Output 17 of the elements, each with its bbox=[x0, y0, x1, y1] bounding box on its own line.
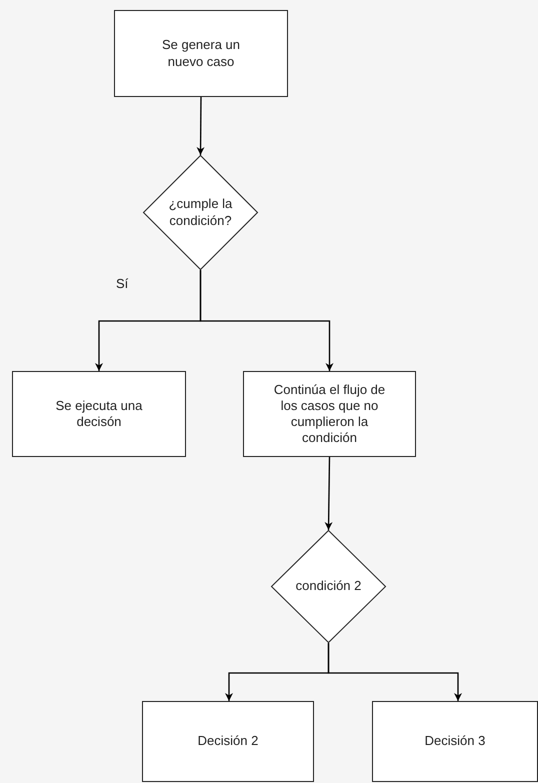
node-text: Decisión 2 bbox=[196, 733, 260, 750]
process-box bbox=[12, 371, 186, 457]
arrow bbox=[196, 97, 205, 155]
node-text: condición 2 bbox=[296, 578, 362, 595]
node-text: ¿cumple la condición? bbox=[168, 196, 234, 229]
arrow bbox=[328, 643, 462, 701]
arrow bbox=[200, 270, 334, 371]
process-box bbox=[372, 701, 538, 782]
process-box bbox=[142, 701, 314, 782]
node-text: Se genera un nuevo caso bbox=[160, 37, 242, 70]
arrow bbox=[324, 457, 333, 530]
node-text: Decisión 3 bbox=[424, 733, 486, 750]
process-box bbox=[114, 10, 288, 97]
branch-label: Sí bbox=[116, 276, 128, 291]
node-text: Se ejecuta una decisón bbox=[54, 398, 144, 430]
node-text: Continúa el flujo de los casos que no cumplieron la condición bbox=[272, 382, 386, 446]
process-box bbox=[243, 371, 416, 457]
